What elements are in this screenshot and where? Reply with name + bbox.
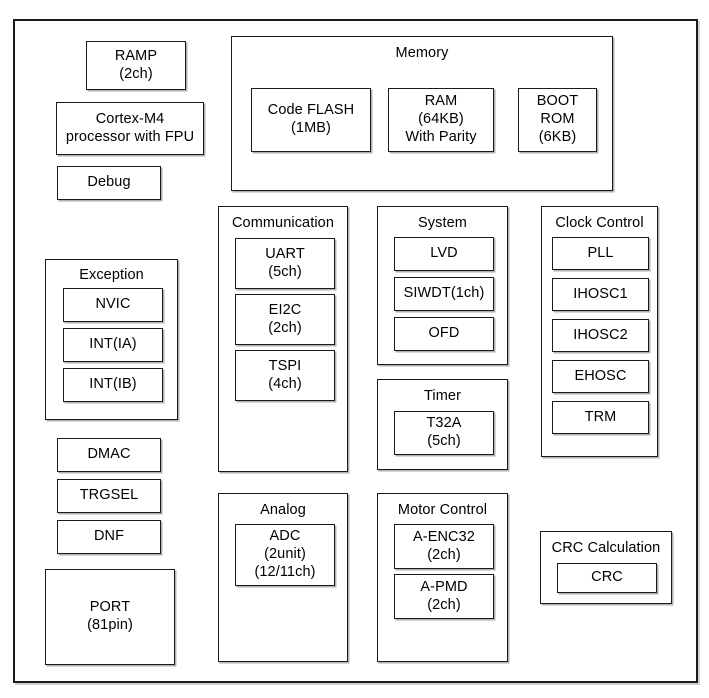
block-ram-line-1: (64KB)	[418, 111, 464, 128]
block-debug: Debug	[57, 166, 161, 200]
block-int-ib-line-0: INT(IB)	[89, 376, 137, 393]
block-trgsel: TRGSEL	[57, 479, 161, 513]
block-ramp-line-0: RAMP	[114, 47, 158, 64]
block-adc: ADC (2unit) (12/11ch)	[235, 524, 335, 586]
block-code-flash-line-1: (1MB)	[291, 120, 331, 136]
block-lvd-line-0: LVD	[430, 245, 458, 262]
block-pll-line-0: PLL	[587, 244, 614, 261]
block-uart-line-0: UART	[265, 245, 305, 262]
block-cortex-m4: Cortex-M4 processor with FPU	[56, 102, 204, 155]
block-ei2c: EI2C (2ch)	[235, 294, 335, 345]
block-adc-line-0: ADC	[269, 528, 301, 545]
block-trm: TRM	[552, 401, 649, 434]
group-clock-control-title: Clock Control	[555, 215, 644, 231]
block-adc-line-1: (2unit)	[264, 546, 306, 563]
group-system: System LVD SIWDT(1ch) OFD	[377, 206, 508, 365]
block-trgsel-line-0: TRGSEL	[79, 487, 139, 504]
block-tspi-line-1: (4ch)	[268, 375, 302, 392]
block-t32a: T32A (5ch)	[394, 411, 494, 455]
block-a-enc32-line-0: A-ENC32	[413, 528, 475, 545]
block-tspi: TSPI (4ch)	[235, 350, 335, 401]
block-nvic: NVIC	[63, 288, 163, 322]
group-motor-control-title: Motor Control	[397, 502, 488, 518]
block-tspi-line-0: TSPI	[268, 357, 302, 374]
block-int-ia-line-0: INT(IA)	[89, 336, 137, 353]
block-crc-line-0: CRC	[591, 569, 623, 586]
group-crc-calculation-title: CRC Calculation	[551, 540, 661, 556]
block-a-pmd-line-0: A-PMD	[420, 578, 468, 595]
block-siwdt: SIWDT(1ch)	[394, 277, 494, 311]
group-system-title: System	[418, 215, 467, 231]
block-a-enc32-line-1: (2ch)	[427, 546, 461, 563]
group-motor-control: Motor Control A-ENC32 (2ch) A-PMD (2ch)	[377, 493, 508, 662]
block-dnf-line-0: DNF	[93, 528, 125, 545]
block-boot-rom-line-1: ROM	[540, 111, 575, 128]
block-ramp: RAMP (2ch)	[86, 41, 186, 90]
block-ram-line-0: RAM	[424, 93, 458, 110]
block-ehosc-line-0: EHOSC	[574, 367, 627, 384]
block-ihosc2: IHOSC2	[552, 319, 649, 352]
block-uart-line-1: (5ch)	[268, 263, 302, 280]
block-ehosc: EHOSC	[552, 360, 649, 393]
group-clock-control: Clock Control PLL IHOSC1 IHOSC2 EHOSC TR…	[541, 206, 658, 457]
block-dmac-line-0: DMAC	[87, 446, 131, 463]
group-crc-calculation: CRC Calculation CRC	[540, 531, 672, 604]
block-cortex-m4-line-0: Cortex-M4	[95, 110, 165, 127]
block-ram: RAM (64KB) With Parity	[388, 88, 494, 152]
block-ram-line-2: With Parity	[405, 128, 477, 145]
block-code-flash: Code FLASH (1MB)	[251, 88, 371, 152]
block-t32a-line-1: (5ch)	[427, 433, 461, 449]
group-timer-title: Timer	[423, 388, 461, 404]
block-ihosc1: IHOSC1	[552, 278, 649, 311]
block-port-line-0: PORT	[89, 599, 131, 616]
block-ramp-line-1: (2ch)	[119, 65, 153, 82]
block-ofd: OFD	[394, 317, 494, 351]
group-memory: Memory Code FLASH (1MB) RAM (64KB) With …	[231, 36, 613, 191]
block-crc: CRC	[557, 563, 657, 593]
group-exception-title: Exception	[79, 267, 144, 283]
block-port: PORT (81pin)	[45, 569, 175, 665]
group-timer: Timer T32A (5ch)	[377, 379, 508, 470]
group-exception: Exception NVIC INT(IA) INT(IB)	[45, 259, 178, 420]
block-adc-line-2: (12/11ch)	[254, 563, 316, 580]
block-boot-rom-line-0: BOOT	[536, 93, 579, 110]
block-nvic-line-0: NVIC	[95, 296, 131, 313]
block-a-pmd: A-PMD (2ch)	[394, 574, 494, 619]
block-port-line-1: (81pin)	[87, 617, 133, 633]
block-debug-line-0: Debug	[87, 174, 131, 191]
block-trm-line-0: TRM	[584, 408, 617, 425]
group-communication-title: Communication	[231, 215, 335, 231]
block-ofd-line-0: OFD	[428, 325, 460, 342]
block-lvd: LVD	[394, 237, 494, 271]
block-cortex-m4-line-1: processor with FPU	[65, 128, 195, 145]
group-analog: Analog ADC (2unit) (12/11ch)	[218, 493, 348, 662]
group-communication: Communication UART (5ch) EI2C (2ch) TSPI…	[218, 206, 348, 472]
block-dnf: DNF	[57, 520, 161, 554]
block-t32a-line-0: T32A	[426, 415, 462, 432]
block-a-enc32: A-ENC32 (2ch)	[394, 524, 494, 569]
group-analog-title: Analog	[260, 502, 306, 518]
block-uart: UART (5ch)	[235, 238, 335, 289]
block-boot-rom-line-2: (6KB)	[538, 128, 577, 145]
block-ei2c-line-0: EI2C	[268, 301, 302, 318]
block-int-ib: INT(IB)	[63, 368, 163, 402]
block-dmac: DMAC	[57, 438, 161, 472]
group-memory-title: Memory	[395, 45, 449, 61]
block-siwdt-line-0: SIWDT(1ch)	[403, 285, 485, 302]
block-ei2c-line-1: (2ch)	[268, 319, 302, 336]
block-code-flash-line-0: Code FLASH	[267, 102, 355, 119]
block-boot-rom: BOOT ROM (6KB)	[518, 88, 597, 152]
block-ihosc2-line-0: IHOSC2	[573, 326, 628, 343]
block-int-ia: INT(IA)	[63, 328, 163, 362]
block-pll: PLL	[552, 237, 649, 270]
block-a-pmd-line-1: (2ch)	[427, 596, 461, 613]
block-ihosc1-line-0: IHOSC1	[573, 285, 628, 302]
